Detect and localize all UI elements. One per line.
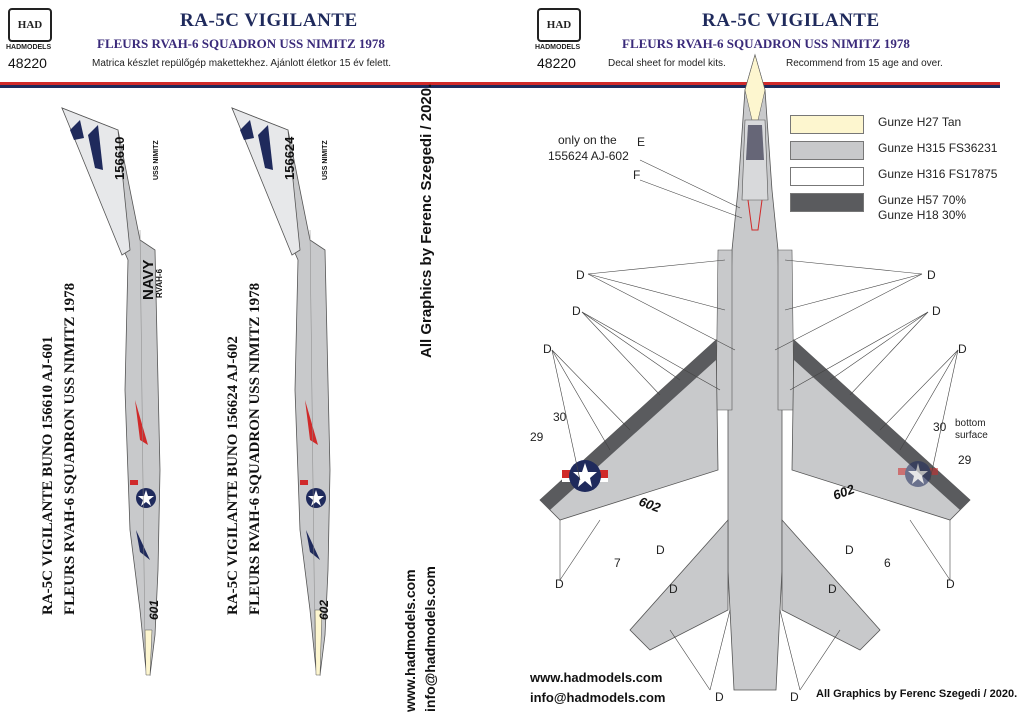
aircraft-1-tail-serial: 156610 — [112, 136, 127, 180]
callout-30: 30 — [553, 410, 567, 424]
aircraft-1-ship-text: USS NIMITZ — [153, 140, 160, 180]
legend-label-group: Gunze H57 70% Gunze H18 30% — [878, 193, 966, 223]
left-logo-caption: HADMODELS — [6, 44, 52, 51]
legend-label: Gunze H315 FS36231 — [878, 141, 998, 155]
callout-f: F — [633, 168, 641, 182]
callout-d: D — [669, 582, 678, 596]
bottom-label: bottom — [955, 418, 986, 429]
logo-mark: HAD — [537, 8, 581, 42]
header-stripe — [0, 82, 1000, 85]
aircraft-2-tail-serial: 156624 — [282, 136, 297, 180]
legend-label-2: Gunze H18 30% — [878, 208, 967, 222]
callout-29: 29 — [530, 430, 544, 444]
callout-d: D — [656, 543, 665, 557]
left-product-code: 48220 — [8, 55, 47, 71]
legend-label: Gunze H27 Tan — [878, 115, 962, 129]
aircraft-1-profile — [61, 107, 161, 676]
legend-item: Gunze H27 Tan — [790, 115, 997, 134]
callout-30: 30 — [933, 420, 947, 434]
only-on-label: only on the — [558, 133, 617, 147]
legend-label: Gunze H57 70% — [878, 193, 967, 207]
callout-d: D — [932, 304, 941, 318]
legend-item: Gunze H316 FS17875 — [790, 167, 997, 186]
legend-swatch — [790, 167, 864, 186]
callout-d: D — [572, 304, 581, 318]
callout-d: D — [543, 342, 552, 356]
callout-7: 7 — [614, 556, 621, 570]
right-logo: HAD — [537, 8, 581, 42]
aircraft-2-caption-line2: FLEURS RVAH-6 SQUADRON USS NIMITZ 1978 — [247, 282, 263, 615]
right-note-left: Decal sheet for model kits. — [608, 58, 726, 69]
callout-d: D — [946, 577, 955, 591]
right-title: RA-5C VIGILANTE — [702, 10, 880, 31]
legend-swatch — [790, 115, 864, 134]
legend-swatch — [790, 193, 864, 212]
callout-d: D — [555, 577, 564, 591]
right-subtitle: FLEURS RVAH-6 SQUADRON USS NIMITZ 1978 — [622, 36, 910, 51]
legend-item: Gunze H315 FS36231 — [790, 141, 997, 160]
aircraft-top-view: 602 602 — [539, 53, 971, 691]
right-note-right: Recommend from 15 age and over. — [786, 58, 943, 69]
color-legend: Gunze H27 Tan Gunze H315 FS36231 Gunze H… — [790, 115, 997, 223]
legend-item: Gunze H57 70% Gunze H18 30% — [790, 193, 997, 223]
aircraft-1-nose-number: 601 — [147, 599, 161, 620]
left-note: Matrica készlet repülőgép makettekhez. A… — [92, 58, 392, 69]
header-stripe-navy — [0, 85, 1000, 88]
left-title: RA-5C VIGILANTE — [180, 10, 358, 31]
bottom-credit: All Graphics by Ferenc Szegedi / 2020. — [816, 688, 1017, 700]
aircraft-1-caption-line2: FLEURS RVAH-6 SQUADRON USS NIMITZ 1978 — [62, 282, 78, 615]
bottom-email: info@hadmodels.com — [530, 690, 666, 705]
vertical-credit: All Graphics by Ferenc Szegedi / 2020. — [418, 83, 435, 358]
left-logo: HAD — [8, 8, 52, 42]
callout-d: D — [927, 268, 936, 282]
vertical-web: www.hadmodels.com — [402, 569, 418, 712]
aircraft-2-ship-text: USS NIMITZ — [322, 140, 329, 180]
aircraft-2-caption-line1: RA-5C VIGILANTE BUNO 156624 AJ-602 — [225, 336, 241, 615]
right-logo-caption: HADMODELS — [535, 44, 581, 51]
only-on-label-2: 155624 AJ-602 — [548, 149, 629, 163]
left-subtitle: FLEURS RVAH-6 SQUADRON USS NIMITZ 1978 — [97, 36, 385, 51]
logo-mark: HAD — [8, 8, 52, 42]
callout-d: D — [958, 342, 967, 356]
callout-e: E — [637, 135, 646, 149]
surface-label: surface — [955, 430, 988, 441]
callout-d: D — [715, 690, 724, 704]
vertical-email: info@hadmodels.com — [422, 566, 438, 712]
aircraft-side-views — [61, 107, 331, 676]
roundel-bottom-icon — [898, 461, 938, 487]
aircraft-2-profile — [231, 107, 331, 676]
roundel-icon — [562, 460, 608, 492]
aircraft-1-squadron-text: RVAH-6 — [155, 268, 164, 298]
aircraft-2-nose-number: 602 — [317, 599, 331, 620]
bottom-web: www.hadmodels.com — [530, 670, 663, 685]
right-product-code: 48220 — [537, 55, 576, 71]
aircraft-1-caption-line1: RA-5C VIGILANTE BUNO 156610 AJ-601 — [40, 336, 56, 615]
callout-29: 29 — [958, 453, 972, 467]
legend-swatch — [790, 141, 864, 160]
callout-6: 6 — [884, 556, 891, 570]
bottom-surface-note: bottom surface — [955, 418, 988, 442]
wing-code-right: 602 — [831, 481, 857, 503]
legend-label: Gunze H316 FS17875 — [878, 167, 998, 181]
callout-d: D — [790, 690, 799, 704]
callout-d: D — [576, 268, 585, 282]
wing-code-left: 602 — [637, 494, 663, 516]
callout-d: D — [828, 582, 837, 596]
callout-d: D — [845, 543, 854, 557]
